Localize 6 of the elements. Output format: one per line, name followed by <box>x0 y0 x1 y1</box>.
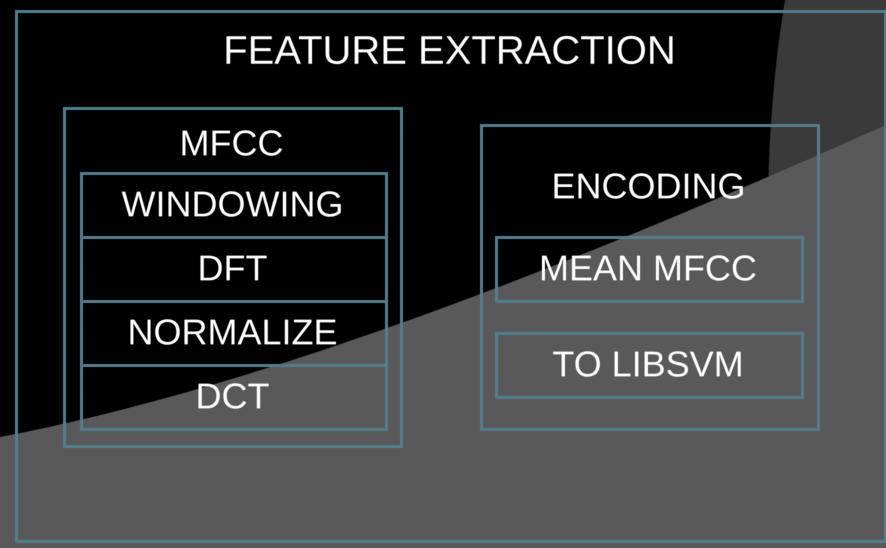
step-box: NORMALIZE <box>80 300 388 367</box>
step-box: DFT <box>80 236 388 303</box>
step-box: WINDOWING <box>80 172 388 239</box>
step-box: TO LIBSVM <box>495 332 804 399</box>
step-box: DCT <box>80 364 388 431</box>
step-box: MEAN MFCC <box>495 236 804 303</box>
